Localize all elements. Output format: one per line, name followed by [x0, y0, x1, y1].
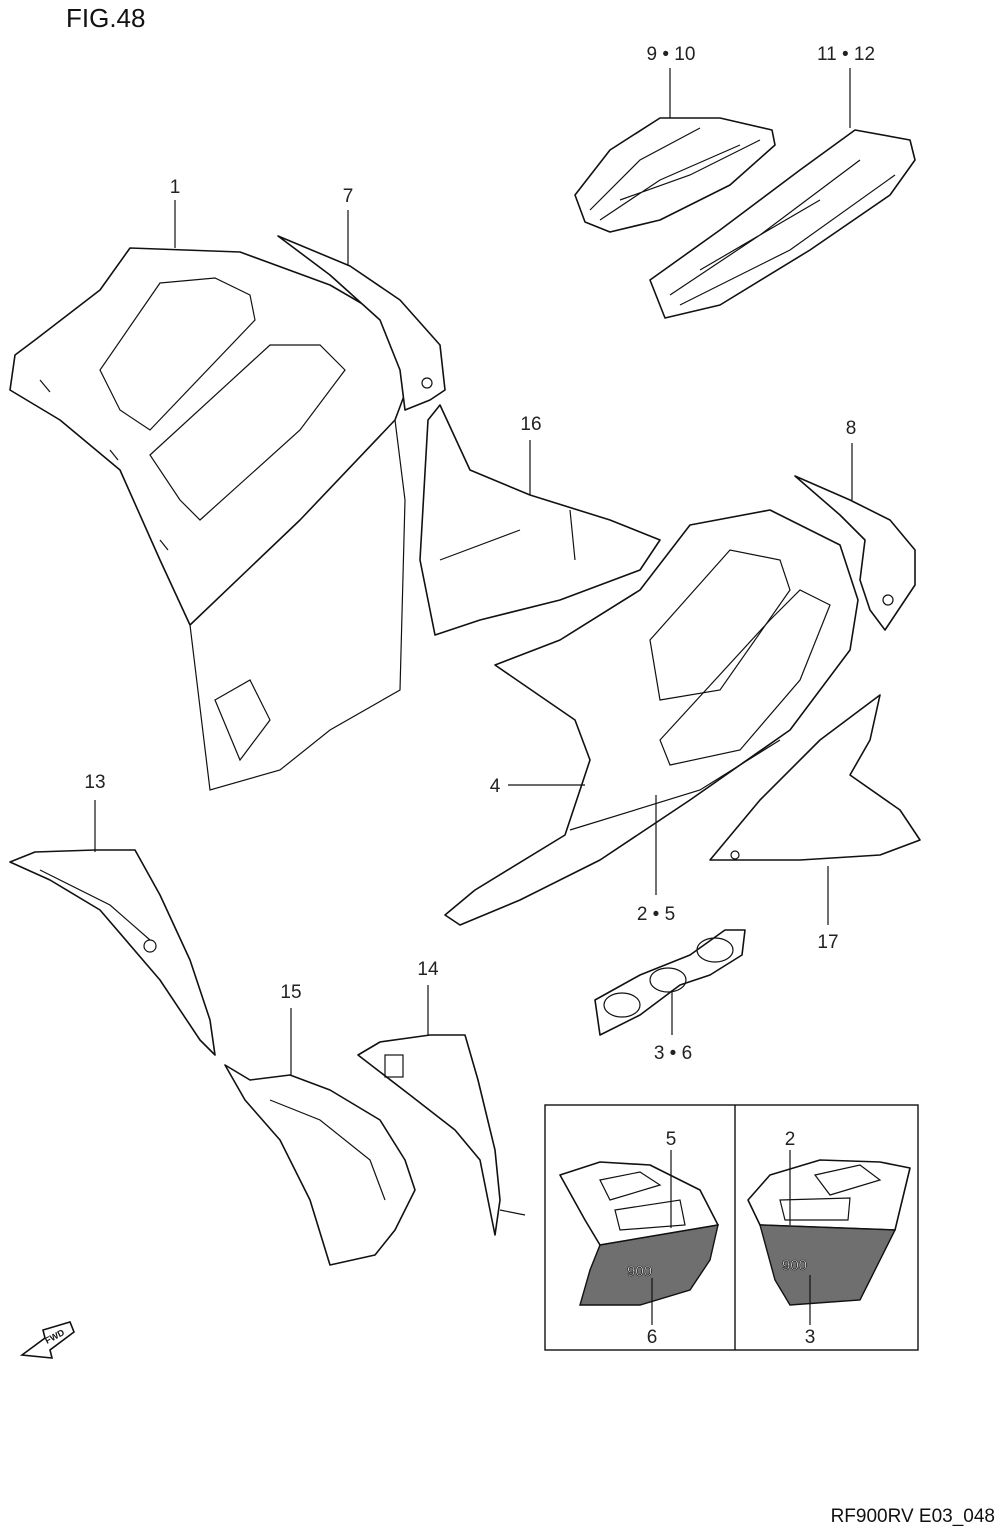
callout-11-12: 11 • 12	[817, 44, 875, 65]
callout-14: 14	[417, 959, 439, 980]
part-9-10-panel	[574, 117, 776, 233]
callout-labels: 1 7 9 • 10 11 • 12 16 8 4 2 • 5 17 13 14…	[84, 44, 875, 1064]
callout-17: 17	[817, 932, 838, 953]
callout-2-5: 2 • 5	[637, 904, 675, 925]
part-15-duct	[224, 1064, 416, 1266]
part-13-lower-panel	[9, 849, 216, 1056]
part-17-lower-cover	[709, 694, 921, 861]
part-16-inner-panel	[419, 404, 661, 636]
callout-4: 4	[490, 776, 501, 797]
part-14-bracket-cover	[357, 1034, 526, 1236]
part-1-upper-cowling	[9, 247, 411, 791]
callout-15: 15	[280, 982, 301, 1003]
inset-right-variant: 900	[747, 1159, 911, 1306]
callout-16: 16	[520, 414, 541, 435]
part-7-trim-strip	[277, 235, 446, 411]
inset-callout-3: 3	[805, 1327, 816, 1348]
inset-right-badge: 900	[782, 1257, 807, 1274]
callout-8: 8	[846, 418, 857, 439]
inset-left-variant: 900	[559, 1161, 719, 1306]
drawing-code: RF900RV E03_048	[831, 1506, 995, 1527]
part-8-side-cover	[794, 475, 916, 631]
inset-color-variants: 900 900 5 6 2 3	[544, 1104, 919, 1351]
callout-1: 1	[170, 177, 181, 198]
part-11-12-panel	[649, 129, 916, 319]
callout-9-10: 9 • 10	[647, 44, 696, 65]
fwd-arrow-icon: FWD	[19, 1321, 75, 1359]
leader-lines	[94, 68, 853, 1075]
inset-callout-5: 5	[666, 1129, 677, 1150]
inset-callout-6: 6	[647, 1327, 658, 1348]
figure-title: FIG.48	[66, 3, 145, 33]
inset-frame	[544, 1104, 919, 1351]
inset-left-badge: 900	[627, 1263, 652, 1280]
callout-7: 7	[343, 186, 354, 207]
callout-13: 13	[84, 772, 105, 793]
part-3-6-emblem	[594, 929, 746, 1036]
callout-3-6: 3 • 6	[654, 1043, 692, 1064]
part-4-lower-cowling	[444, 509, 859, 926]
inset-callout-2: 2	[785, 1129, 796, 1150]
